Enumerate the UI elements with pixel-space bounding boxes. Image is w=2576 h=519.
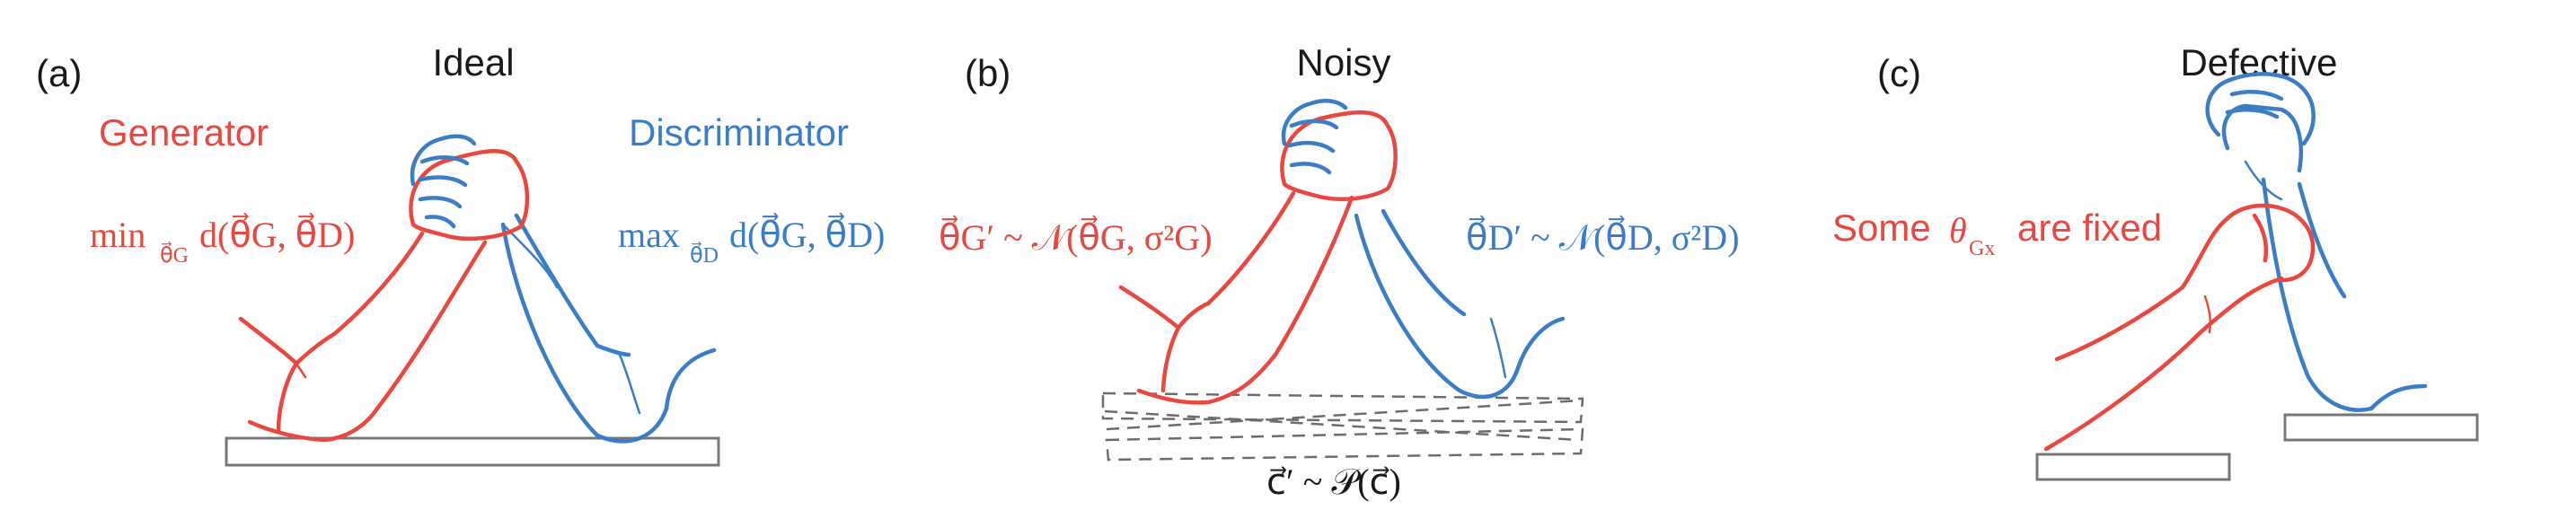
distance-expression-d: d(θ⃗G, θ⃗D) xyxy=(729,213,885,255)
blue-arm xyxy=(500,222,717,444)
red-hand xyxy=(409,149,530,242)
min-subscript: θ⃗G xyxy=(160,242,189,268)
note-subscript: Gx xyxy=(1969,237,1995,260)
left-table xyxy=(2035,453,2231,481)
note-suffix: are fixed xyxy=(2017,207,2162,249)
right-table xyxy=(2283,413,2479,442)
panel-b-tag: (b) xyxy=(965,52,1010,94)
panel-a-tag: (a) xyxy=(36,52,82,94)
note-prefix: Some xyxy=(1832,207,1931,249)
red-arm xyxy=(247,240,488,443)
arm-wrestling-ideal-icon xyxy=(225,134,720,467)
max-subscript: θ⃗D xyxy=(690,242,719,268)
arm-wrestling-noisy-icon xyxy=(1101,99,1584,462)
noisy-table-2 xyxy=(1105,427,1584,462)
noisy-discriminator-formula: θ⃗D′ ~ 𝒩(θ⃗D, σ²D) xyxy=(1466,216,1740,258)
arm-wrestling-defective-fist-icon xyxy=(2035,72,2479,481)
discriminator-objective: max θ⃗D d(θ⃗G, θ⃗D) xyxy=(618,213,885,268)
panel-b-title: Noisy xyxy=(1296,41,1390,84)
distance-expression-g: d(θ⃗G, θ⃗D) xyxy=(199,213,355,255)
blue-hand xyxy=(410,134,477,187)
panel-a: (a) Ideal Generator Discriminator min θ⃗… xyxy=(36,41,885,467)
generator-objective: min θ⃗G d(θ⃗G, θ⃗D) xyxy=(90,213,355,268)
noisy-generator-formula: θ⃗G′ ~ 𝒩(θ⃗G, σ²G) xyxy=(939,216,1213,258)
discriminator-label: Discriminator xyxy=(629,111,849,154)
panel-c: (c) Defective Some θ Gx are fixed xyxy=(1832,41,2479,481)
min-operator: min xyxy=(90,215,146,255)
note-symbol: θ xyxy=(1949,210,1967,251)
panel-a-title: Ideal xyxy=(432,41,514,84)
max-operator: max xyxy=(618,215,680,255)
generator-label: Generator xyxy=(99,111,269,154)
noisy-table-formula: c⃗′ ~ 𝒫(c⃗) xyxy=(1266,462,1401,502)
blue-fist xyxy=(2205,72,2316,146)
red-gripping-hand xyxy=(2223,203,2316,283)
panel-b: (b) Noisy θ⃗G′ ~ 𝒩(θ⃗G, σ²G) θ⃗D′ ~ 𝒩(θ⃗… xyxy=(939,41,1740,502)
panel-c-title: Defective xyxy=(2180,41,2337,84)
table xyxy=(225,436,720,467)
fixed-parameters-note: Some θ Gx are fixed xyxy=(1832,207,2162,260)
panel-c-tag: (c) xyxy=(1877,52,1921,94)
noisy-table-1 xyxy=(1101,391,1584,424)
